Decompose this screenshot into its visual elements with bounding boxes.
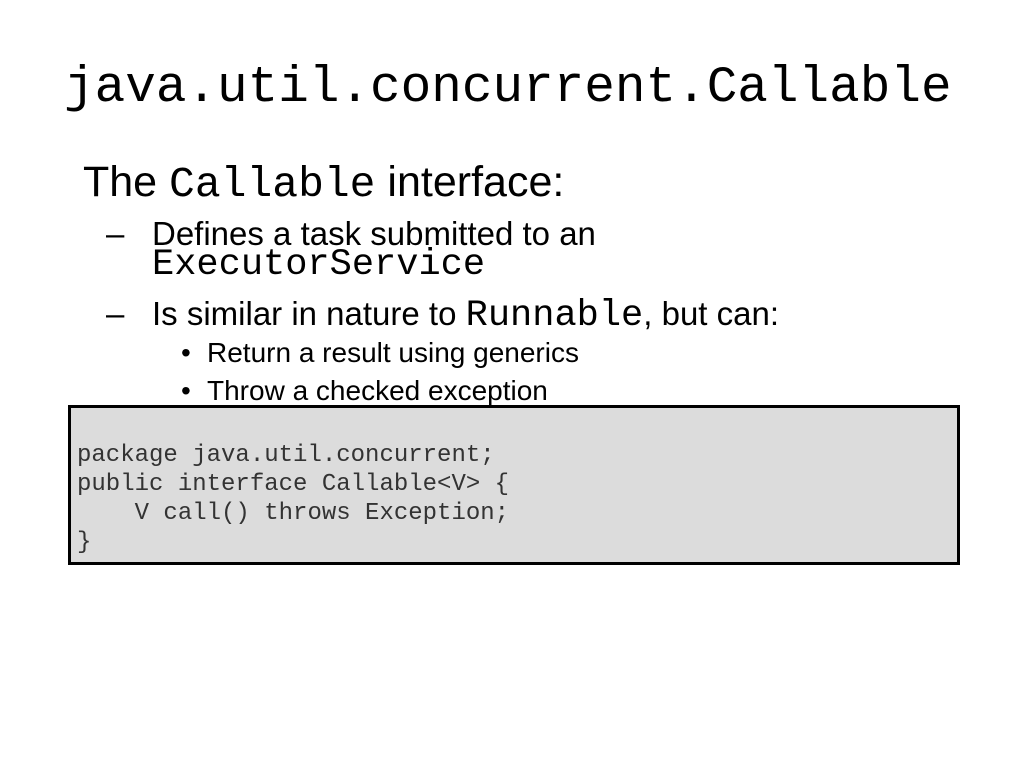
bullet-item-1-text: Defines a task submitted to an — [152, 215, 596, 252]
bullet-item-2-text-pre: Is similar in nature to — [152, 295, 466, 332]
code-line: } — [77, 529, 92, 556]
dash-bullet-marker: – — [106, 215, 125, 252]
bullet-item-2-inline-code: Runnable — [465, 295, 644, 337]
code-line: V call() throws Exception; — [77, 500, 510, 527]
bullet-item-1-code: ExecutorService — [152, 244, 486, 286]
heading-text-pre: The — [83, 158, 170, 206]
dash-bullet-marker: – — [106, 295, 125, 332]
heading-inline-code: Callable — [169, 160, 376, 209]
sub-bullet-2: Throw a checked exception — [207, 375, 548, 406]
slide-title: java.util.concurrent.Callable — [64, 60, 952, 117]
code-line: public interface Callable<V> { — [77, 471, 510, 498]
sub-bullet-1: Return a result using generics — [207, 337, 579, 368]
bullet-item-2: Is similar in nature to Runnable, but ca… — [152, 295, 780, 335]
heading-text-post: interface: — [375, 158, 565, 206]
dot-bullet-marker: • — [181, 337, 191, 368]
dot-bullet-marker: • — [181, 375, 191, 406]
heading: The Callable interface: — [83, 158, 565, 209]
code-line: package java.util.concurrent; — [77, 442, 495, 469]
code-block: package java.util.concurrent; public int… — [68, 405, 960, 565]
bullet-item-2-text-post: , but can: — [643, 295, 780, 332]
